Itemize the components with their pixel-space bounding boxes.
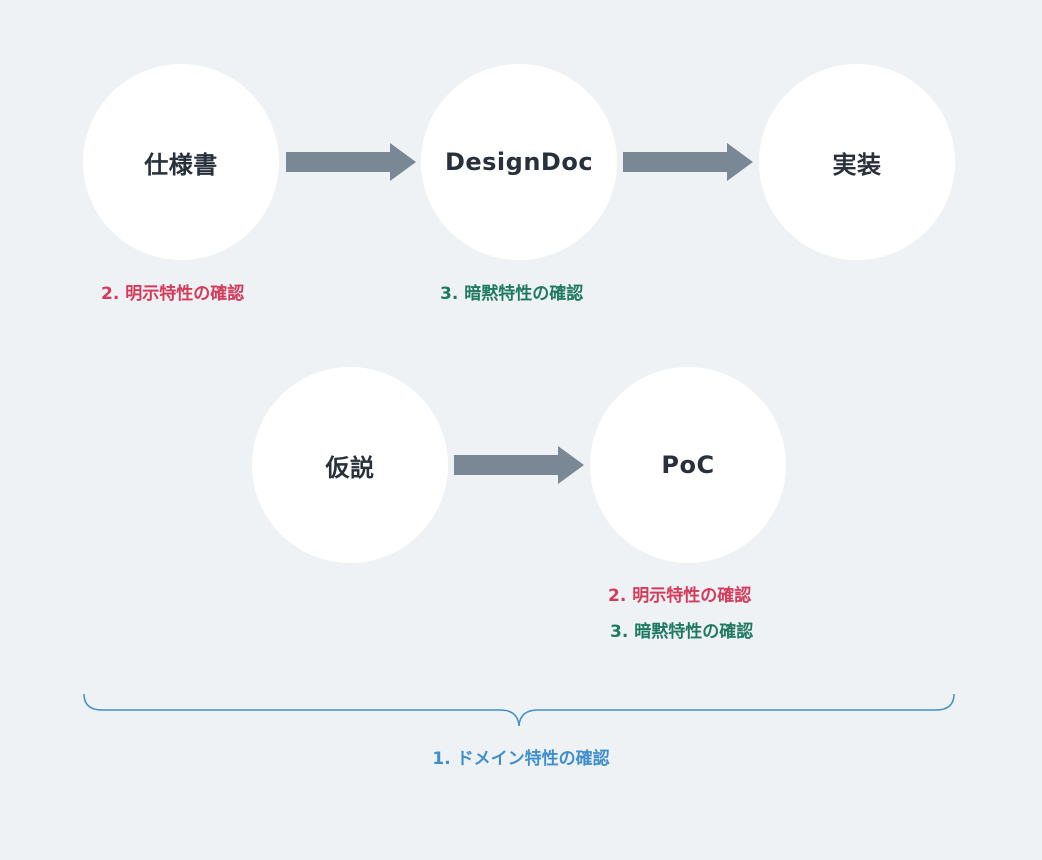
node-designdoc: DesignDoc bbox=[421, 64, 617, 260]
node-poc: PoC bbox=[590, 367, 786, 563]
node-implementation-label: 実装 bbox=[832, 150, 882, 179]
note-explicit-check-bottom: 2. 明示特性の確認 bbox=[608, 586, 752, 606]
node-specification: 仕様書 bbox=[83, 64, 279, 260]
node-hypothesis: 仮説 bbox=[252, 367, 448, 563]
node-specification-label: 仕様書 bbox=[144, 150, 218, 179]
curly-brace-icon bbox=[80, 690, 958, 730]
node-implementation: 実装 bbox=[759, 64, 955, 260]
right-arrow-icon bbox=[623, 143, 753, 181]
right-arrow-icon bbox=[454, 446, 584, 484]
domain-check-label: 1. ドメイン特性の確認 bbox=[432, 749, 610, 769]
right-arrow-icon bbox=[286, 143, 416, 181]
note-implicit-check-top: 3. 暗黙特性の確認 bbox=[440, 284, 584, 304]
note-implicit-check-bottom: 3. 暗黙特性の確認 bbox=[610, 622, 754, 642]
note-explicit-check-top: 2. 明示特性の確認 bbox=[101, 284, 245, 304]
node-designdoc-label: DesignDoc bbox=[444, 148, 594, 176]
node-poc-label: PoC bbox=[661, 451, 715, 479]
node-hypothesis-label: 仮説 bbox=[325, 453, 375, 482]
